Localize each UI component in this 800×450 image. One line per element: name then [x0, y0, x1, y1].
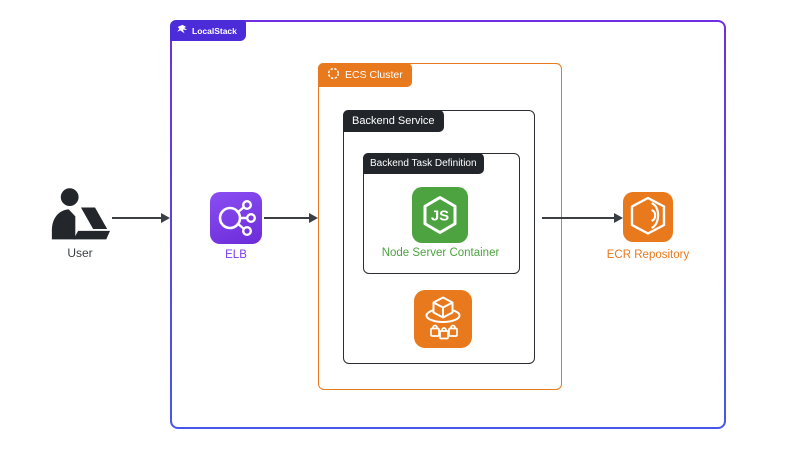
backend-service-label: Backend Service — [352, 115, 435, 127]
ecs-cluster-box — [318, 63, 562, 390]
ecr-repository-label: ECR Repository — [606, 249, 690, 261]
user-label: User — [67, 246, 93, 260]
person-at-laptop-icon — [50, 187, 110, 241]
svg-text:JS: JS — [431, 208, 449, 225]
arrow-elb-to-ecs-cluster — [264, 217, 309, 219]
arrowhead-user-to-localstack — [161, 213, 170, 223]
elb-label: ELB — [225, 249, 247, 261]
backend-task-definition-label: Backend Task Definition — [370, 158, 477, 169]
arrowhead-backend-service-to-ecr — [614, 213, 623, 223]
localstack-tag: LocalStack — [170, 20, 246, 41]
ecr-cube-icon — [623, 192, 673, 242]
arrow-backend-service-to-ecr — [542, 217, 614, 219]
ecs-cluster-tag: ECS Cluster — [318, 63, 412, 87]
node-server-container-label: Node Server Container — [381, 247, 500, 259]
ecs-cluster-label: ECS Cluster — [345, 69, 403, 81]
localstack-tag-label: LocalStack — [192, 25, 237, 36]
backend-service-tag: Backend Service — [343, 110, 444, 132]
ecs-service-cubes-icon — [414, 290, 472, 348]
backend-task-definition-tag: Backend Task Definition — [363, 153, 484, 174]
localstack-logo-icon — [176, 24, 188, 38]
arrow-user-to-localstack — [112, 217, 162, 219]
ecs-cluster-icon — [327, 67, 340, 83]
nodejs-hexagon-js-icon: JS — [412, 187, 468, 243]
arrowhead-elb-to-ecs-cluster — [309, 213, 318, 223]
load-balancer-icon — [210, 192, 262, 244]
